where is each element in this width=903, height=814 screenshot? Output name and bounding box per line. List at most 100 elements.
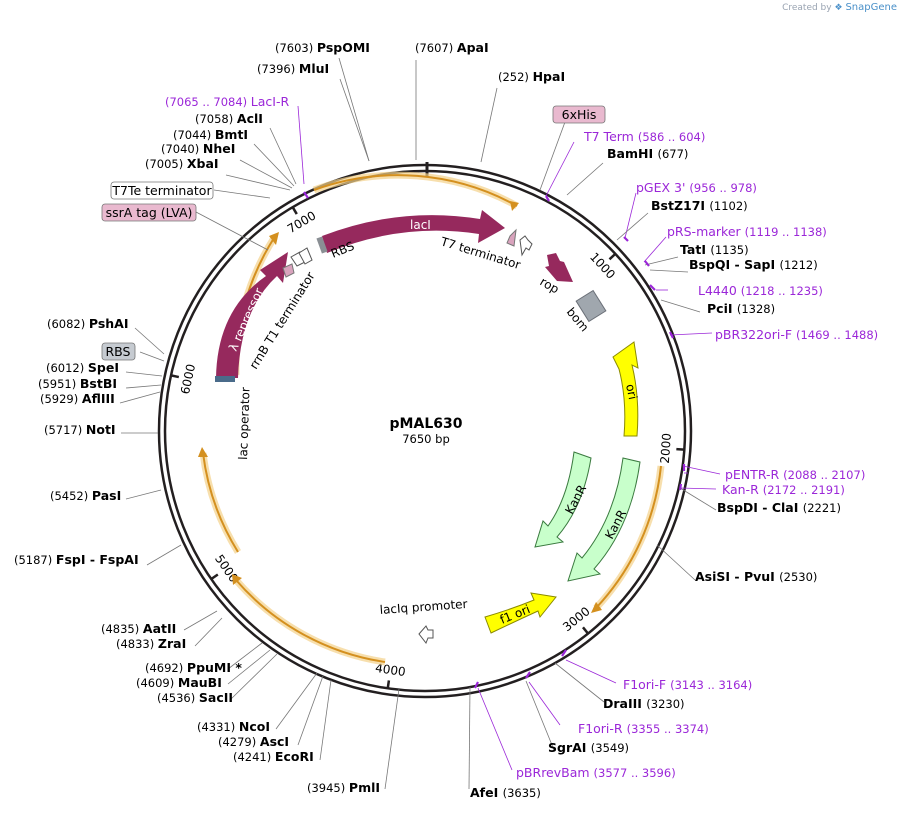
- his-tag-marker-icon: [506, 228, 517, 247]
- enzyme-site[interactable]: DraIII (3230): [603, 696, 685, 711]
- enzyme-site[interactable]: (7603) PspOMI: [275, 40, 370, 55]
- primer[interactable]: Kan-R (2172 .. 2191): [722, 482, 845, 497]
- enzyme-site[interactable]: SgrAI (3549): [548, 740, 629, 755]
- laciq-promoter-arrow-icon: [418, 625, 434, 644]
- enzyme-name: MauBI: [178, 675, 222, 690]
- enzyme-site[interactable]: (5929) AflIII: [40, 391, 115, 406]
- primer[interactable]: L4440 (1218 .. 1235): [698, 283, 823, 298]
- enzyme-site[interactable]: TatI (1135): [680, 242, 749, 257]
- t7te-terminator-box[interactable]: T7Te terminator: [110, 181, 214, 200]
- enzyme-site-label: BstZ17I (1102): [651, 198, 748, 213]
- enzyme-site[interactable]: (5951) BstBI: [38, 376, 117, 391]
- primer[interactable]: pGEX 3' (956 .. 978): [636, 180, 757, 195]
- primer[interactable]: pBR322ori-F (1469 .. 1488): [715, 327, 878, 342]
- ruler-tick: [210, 573, 219, 581]
- enzyme-site[interactable]: (4833) ZraI: [116, 636, 186, 651]
- enzyme-site[interactable]: (7607) ApaI: [415, 40, 489, 55]
- enzyme-name: HpaI: [533, 69, 566, 84]
- enzyme-site[interactable]: (4241) EcoRI: [233, 749, 314, 764]
- primer[interactable]: pRS-marker (1119 .. 1138): [667, 224, 827, 239]
- enzyme-site[interactable]: AsiSI - PvuI (2530): [695, 569, 817, 584]
- enzyme-name: PasI: [92, 488, 121, 503]
- ruler-tick-label: 4000: [374, 661, 406, 679]
- primer-name: L4440: [698, 283, 741, 298]
- enzyme-name: BstBI: [80, 376, 117, 391]
- enzyme-site[interactable]: AfeI (3635): [470, 785, 541, 800]
- primer[interactable]: pENTR-R (2088 .. 2107): [725, 467, 865, 482]
- primer-range: (1119 .. 1138): [745, 225, 827, 239]
- enzyme-site-label: (5452) PasI: [50, 488, 121, 503]
- enzyme-site[interactable]: (252) HpaI: [498, 69, 565, 84]
- ruler-tick: [170, 374, 180, 379]
- enzyme-site-label: (7607) ApaI: [415, 40, 489, 55]
- enzyme-site[interactable]: (4279) AscI: [218, 734, 289, 749]
- primer[interactable]: F1ori-R (3355 .. 3374): [578, 721, 709, 736]
- primer-label: F1ori-F (3143 .. 3164): [623, 677, 752, 692]
- enzyme-site[interactable]: BamHI (677): [607, 146, 688, 161]
- enzyme-site[interactable]: (6082) PshAI: [47, 316, 129, 331]
- enzyme-name: PciI: [707, 301, 737, 316]
- enzyme-site[interactable]: (4835) AatII: [101, 621, 176, 636]
- feature-laci[interactable]: lacI: [316, 210, 505, 254]
- enzyme-name: FspI - FspAI: [56, 552, 139, 567]
- feature-bom[interactable]: [575, 289, 607, 323]
- enzyme-position: (3945): [307, 781, 349, 795]
- enzyme-site[interactable]: (7044) BmtI: [173, 127, 248, 142]
- ruler-tick-label: 3000: [560, 604, 593, 634]
- t7te-terminator-label: T7Te terminator: [111, 183, 212, 198]
- lambda-end-marker: [215, 376, 235, 382]
- enzyme-site[interactable]: BspQI - SapI (1212): [689, 257, 818, 272]
- feature-kanr-1[interactable]: KanR: [534, 451, 592, 548]
- enzyme-site[interactable]: PciI (1328): [707, 301, 775, 316]
- enzyme-site[interactable]: (7005) XbaI: [145, 156, 219, 171]
- enzyme-name: SpeI: [88, 360, 119, 375]
- enzyme-position: (7058): [195, 112, 237, 126]
- plasmid-name: pMAL630: [390, 416, 463, 432]
- enzyme-site[interactable]: (4692) PpuMI *: [145, 660, 242, 675]
- feature-rop[interactable]: [545, 253, 573, 282]
- primer-name: Kan-R: [722, 482, 763, 497]
- credit-brand: SnapGene: [845, 2, 897, 13]
- ssra-tag-box[interactable]: ssrA tag (LVA): [101, 203, 197, 222]
- enzyme-site[interactable]: BspDI - ClaI (2221): [717, 500, 841, 515]
- primer-label: pBR322ori-F (1469 .. 1488): [715, 327, 878, 342]
- enzyme-site[interactable]: (7040) NheI: [161, 141, 235, 156]
- primer-name: pGEX 3': [636, 180, 689, 195]
- enzyme-site[interactable]: (5717) NotI: [44, 422, 116, 437]
- primer[interactable]: T7 Term (586 .. 604): [583, 129, 705, 144]
- enzyme-site[interactable]: (7058) AclI: [195, 111, 263, 126]
- ruler-tick: [676, 447, 685, 451]
- enzyme-name: BspDI - ClaI: [717, 500, 803, 515]
- enzyme-site[interactable]: (6012) SpeI: [46, 360, 119, 375]
- enzyme-name: BamHI: [607, 146, 657, 161]
- ruler-tick: [386, 680, 391, 689]
- enzyme-site[interactable]: (5187) FspI - FspAI: [14, 552, 139, 567]
- rbs-box[interactable]: RBS: [101, 342, 136, 361]
- enzyme-name: AscI: [260, 734, 289, 749]
- primer[interactable]: pBRrevBam (3577 .. 3596): [516, 765, 676, 780]
- his-tag-box[interactable]: 6xHis: [552, 105, 606, 124]
- feature-ori[interactable]: ori: [612, 341, 640, 437]
- enzyme-site[interactable]: (4609) MauBI: [136, 675, 222, 690]
- enzyme-site[interactable]: (5452) PasI: [50, 488, 121, 503]
- primer[interactable]: (7065 .. 7084) LacI-R: [165, 94, 289, 109]
- primer-labels: (7065 .. 7084) LacI-R T7 Term (586 .. 604…: [165, 94, 878, 780]
- enzyme-site-label: TatI (1135): [680, 242, 749, 257]
- enzyme-site-label: (6012) SpeI: [46, 360, 119, 375]
- primer-name: LacI-R: [251, 94, 290, 109]
- ruler-tick-label: 7000: [285, 208, 318, 236]
- primer-range: (3577 .. 3596): [594, 766, 676, 780]
- enzyme-name: NheI: [203, 141, 236, 156]
- enzyme-site[interactable]: BstZ17I (1102): [651, 198, 748, 213]
- enzyme-site[interactable]: (4331) NcoI: [197, 719, 270, 734]
- ruler-tick: [608, 252, 617, 261]
- enzyme-site[interactable]: (7396) MluI: [257, 61, 329, 76]
- orf-arrow-bottom-left: [232, 574, 242, 585]
- feature-laci-label: lacI: [410, 218, 431, 232]
- enzyme-site[interactable]: (4536) SacII: [157, 690, 233, 705]
- feature-f1-ori[interactable]: f1 ori: [484, 592, 557, 634]
- enzyme-position: (4833): [116, 637, 158, 651]
- primer[interactable]: F1ori-F (3143 .. 3164): [623, 677, 752, 692]
- primer-label: pRS-marker (1119 .. 1138): [667, 224, 827, 239]
- enzyme-site[interactable]: (3945) PmlI: [307, 780, 380, 795]
